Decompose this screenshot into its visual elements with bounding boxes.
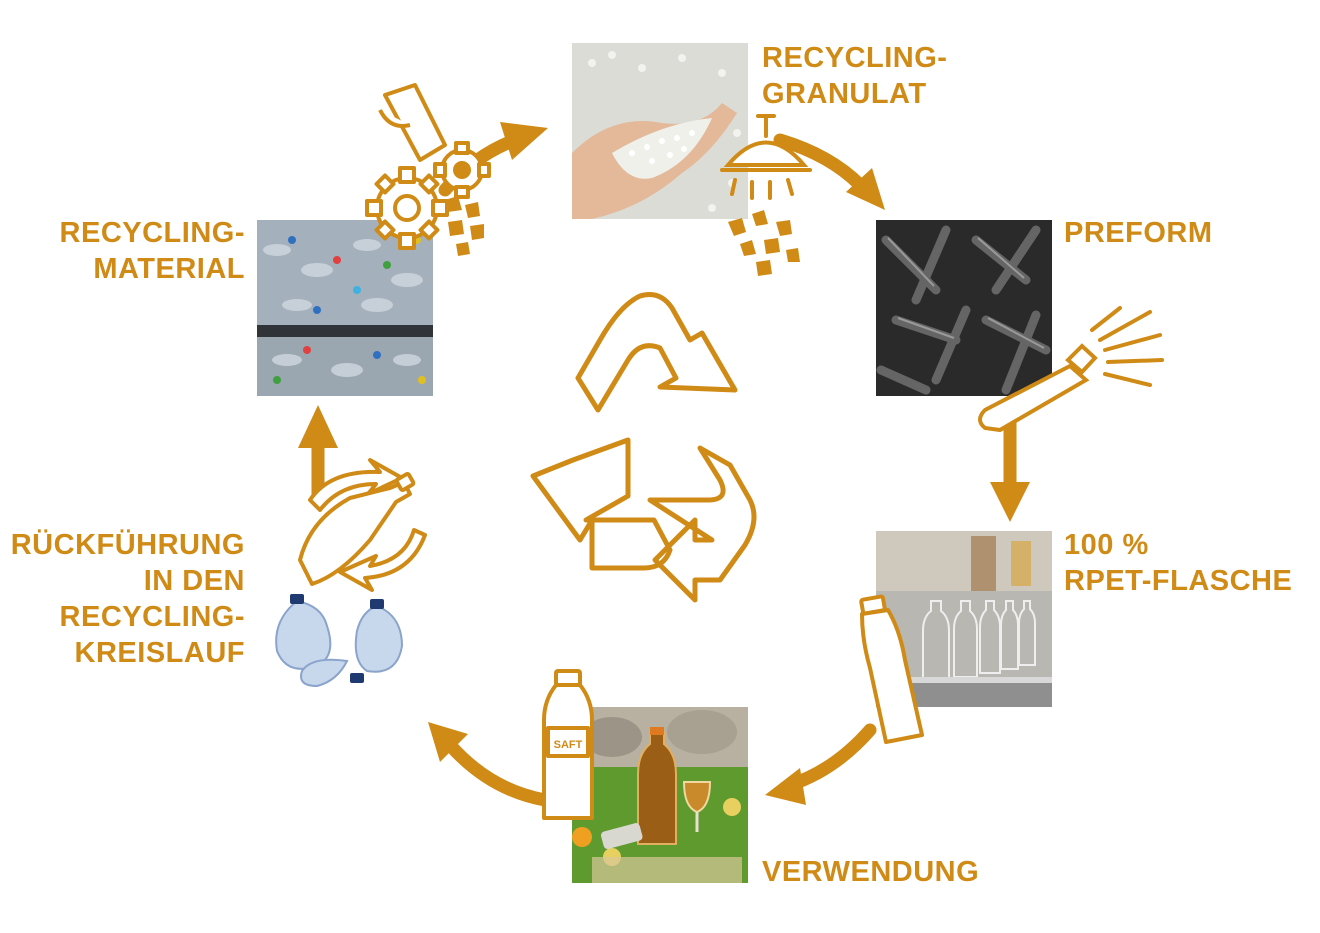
shower-icon (720, 114, 812, 200)
label-rueckfuehrung: RÜCKFÜHRUNG IN DEN RECYCLING- KREISLAUF (10, 529, 245, 669)
image-granulat (572, 43, 748, 219)
shredder-gears-icon (365, 83, 491, 250)
juice-bottle-icon (542, 669, 594, 820)
recycling-symbol-icon (530, 292, 757, 603)
bottle-return-icon (298, 458, 427, 592)
image-verwendung (572, 707, 748, 883)
label-material: RECYCLING- MATERIAL (59, 217, 245, 285)
cycle-arrow-verwendung-to-rueckfuehrung (428, 722, 552, 807)
cycle-arrow-flasche-to-verwendung (765, 723, 877, 805)
label-verwendung: VERWENDUNG (762, 856, 980, 888)
label-granulat: RECYCLING- GRANULAT (762, 42, 948, 110)
cycle-arrow-granulat-to-preform (773, 133, 885, 210)
shredded-fragments (445, 196, 484, 256)
heated-preform-icon (978, 306, 1164, 433)
falling-granules (728, 210, 800, 276)
label-preform: PREFORM (1064, 217, 1213, 249)
image-preform (876, 220, 1052, 396)
saft-bottle-label: SAFT (554, 739, 583, 751)
bottle-icon (859, 594, 924, 744)
cycle-arrow-preform-to-flasche (990, 413, 1030, 522)
label-flasche: 100 % RPET-FLASCHE (1064, 529, 1293, 597)
image-material (257, 220, 433, 396)
